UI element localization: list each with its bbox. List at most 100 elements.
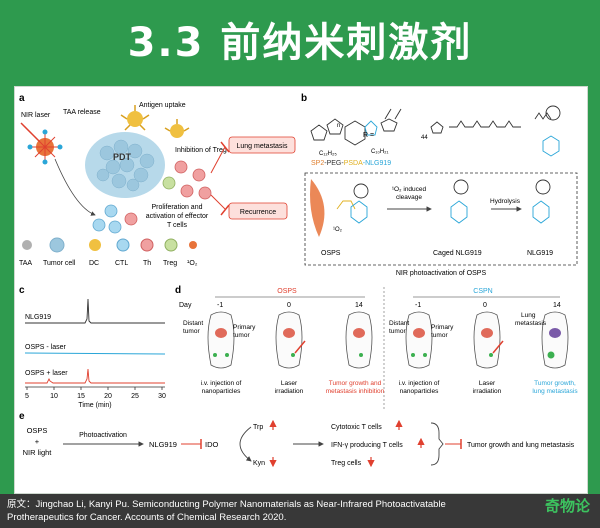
primary-text-2: Primary [431,324,454,331]
osps-particle-icon [310,179,325,237]
mouse-icons [207,311,569,369]
xtick-10: 10 [50,393,58,400]
e-bracket [430,422,444,466]
legend-dc: DC [89,260,99,267]
r-label: R = [363,132,374,139]
taa-release-text: TAA release [63,109,101,116]
label-e: e [19,411,25,422]
e-treg-text: Treg cells [331,460,362,467]
e-cytotoxic-text: Cytotoxic T cells [331,424,382,431]
recurrence-box [228,202,288,220]
nir-laser-text: NIR laser [21,112,51,119]
trace-osps-minus-label: OSPS - laser [25,344,67,351]
label-a: a [19,93,25,104]
cspn-day-b: 0 [483,302,487,309]
iv-text-1a: i.v. injection of [201,380,242,387]
lung-metastasis-text: Lung metastasis [237,143,288,150]
e-osps-text: OSPS [27,426,48,435]
c10-label: C₁₀H₂₁ [371,149,389,155]
figure-svg: a NIR laser TAA release Antigen uptake P… [19,93,578,468]
osps-outcome-1: Tumor growth and [329,380,382,387]
tumor-text-4: tumor [431,332,448,339]
hydrolysis-text: Hydrolysis [490,198,521,205]
nanoparticle-icon [27,129,63,165]
caged-text: Caged NLG919 [433,250,482,257]
c12-label: C₁₂H₂₅ [319,151,337,157]
e-ifn-text: IFN-γ producing T cells [331,442,403,449]
cspn-group-title: CSPN [473,288,492,295]
footer: 原文：Jingchao Li, Kanyi Pu. Semiconducting… [0,494,600,528]
n-label: n [337,123,340,129]
laser-text-2a: Laser [479,380,496,387]
photoactivation-caption: NIR photoactivation of OSPS [396,270,487,277]
trp-kyn-arrow [239,426,252,462]
trace-osps-plus-label: OSPS + laser [25,370,68,377]
legend-ctl: CTL [115,260,128,267]
tumor-dot-icons [213,351,555,359]
trace-nlg919-label: NLG919 [25,314,51,321]
cleavage-text: cleavage [396,194,422,201]
tumor-text-2: tumor [233,332,250,339]
legend-th: Th [143,260,151,267]
tumor-text-1: tumor [183,328,200,335]
legend-icons [22,237,197,253]
e-nlg919-text: NLG919 [149,440,177,449]
xtick-5: 5 [25,393,29,400]
recurrence-text: Recurrence [240,209,276,216]
iv-text-2a: i.v. injection of [399,380,440,387]
laser-text-1a: Laser [281,380,298,387]
xtick-15: 15 [77,393,85,400]
proliferation-text: Proliferation and [152,204,203,211]
cspn-day-a: -1 [415,302,421,309]
cspn-day-c: 14 [553,302,561,309]
tumor-text-3: tumor [389,328,406,335]
trace-osps-minus [24,352,166,355]
polymer-structure-icon [310,105,561,157]
legend-treg: Treg [163,260,177,267]
osps-day-c: 14 [355,302,363,309]
citation-line-1: 原文：Jingchao Li, Kanyi Pu. Semiconducting… [7,499,446,510]
dc-cell-icon [120,105,190,138]
antigen-uptake-text: Antigen uptake [139,102,186,109]
pdt-text: PDT [113,152,132,162]
metastasis-text: metastasis [515,320,547,327]
osps-day-a: -1 [217,302,223,309]
composite-psda: PSDA [344,160,363,167]
laser-text-2b: irradiation [473,388,502,395]
laser-text-1b: irradiation [275,388,304,395]
osps-group-title: OSPS [277,288,297,295]
t-cells-text: T cells [167,222,188,229]
caged-structure-icon [336,179,551,224]
composite-nlg919: -NLG919 [363,160,392,167]
primary-text-1: Primary [233,324,256,331]
label-c: c [19,285,25,296]
composite-label: SP2-PEG-PSDA-NLG919 [311,160,391,167]
lung-text: Lung [521,312,536,319]
xtick-25: 25 [131,393,139,400]
e-outcome-text: Tumor growth and lung metastasis [467,442,575,449]
cspn-outcome-2: lung metastasis [532,388,578,395]
inhibition-treg-text: Inhibition of Treg [175,147,227,154]
photoactivation-box [304,172,578,266]
t-cells-icon [92,160,212,234]
cspn-outcome-1: Tumor growth, [534,380,576,387]
o2-cleavage-text: ¹O₂ induced [392,186,427,193]
lung-icons [215,328,561,338]
photoactivation-text: Photoactivation [79,432,127,439]
figure-panel: a NIR laser TAA release Antigen uptake P… [14,86,588,494]
e-plus-text: + [35,437,40,446]
e-kyn-text: Kyn [253,460,265,467]
label-d: d [175,285,181,296]
osps-day-b: 0 [287,302,291,309]
trace-nlg919 [25,298,165,324]
x-axis-label: Time (min) [78,402,111,409]
iv-text-1b: nanoparticles [202,388,241,395]
page-title: 3.3 前纳米刺激剂 [127,20,473,66]
composite-sp2: SP2 [311,160,324,167]
iv-text-2b: nanoparticles [400,388,439,395]
xtick-30: 30 [158,393,166,400]
n44-label: 44 [421,135,428,141]
o2-text: ¹O₂ [333,227,343,233]
brand-logo: 奇物论 [544,498,590,515]
legend-1o2: ¹O₂ [187,260,198,267]
